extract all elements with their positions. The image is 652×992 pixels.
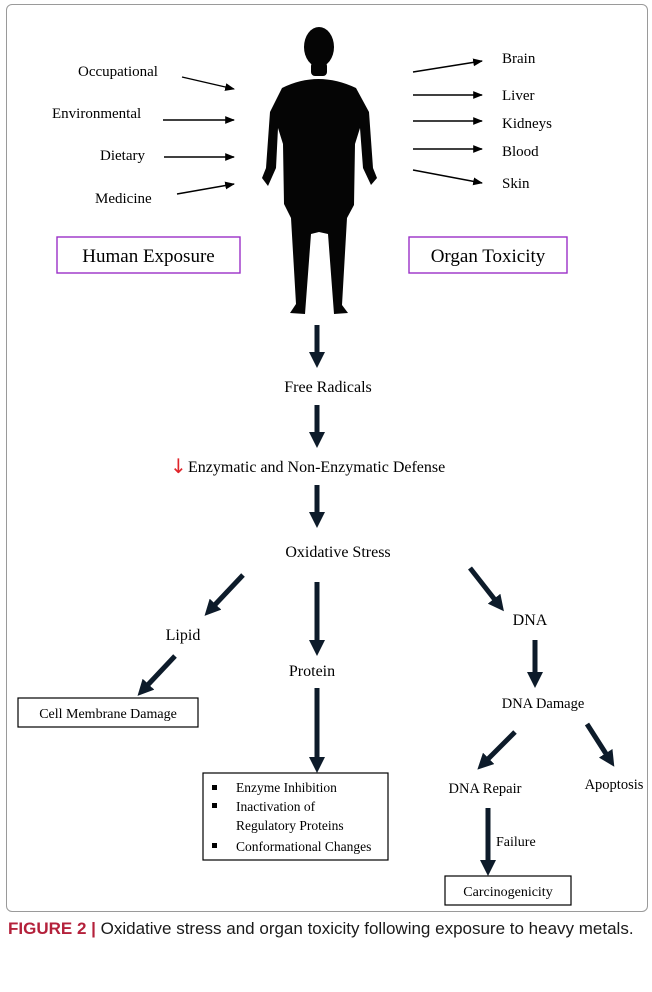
human-exposure-label: Human Exposure [82, 246, 214, 267]
exposure-label-dietary: Dietary [100, 148, 145, 164]
carcinogenicity-label: Carcinogenicity [463, 885, 552, 900]
dna-label: DNA [513, 612, 548, 629]
organ-label-liver: Liver [502, 88, 534, 104]
arrow-skin [412, 169, 483, 186]
organ-label-blood: Blood [502, 144, 539, 160]
organ-label-kidneys: Kidneys [502, 116, 552, 132]
protein-effects-box [202, 772, 389, 861]
organ-label-brain: Brain [502, 51, 536, 67]
arrow-to-cell-membrane [137, 654, 177, 696]
cell-membrane-label: Cell Membrane Damage [39, 707, 177, 722]
dna-damage-label: DNA Damage [502, 696, 585, 712]
exposure-label-medicine: Medicine [95, 191, 152, 207]
bullet-icon [212, 803, 217, 808]
protein-label: Protein [289, 663, 335, 680]
protein-effect-item: Regulatory Proteins [236, 818, 344, 833]
arrow-to-dna-repair [477, 730, 517, 770]
dna-repair-label: DNA Repair [449, 781, 522, 797]
lipid-label: Lipid [166, 627, 201, 644]
figure-caption: FIGURE 2 | Oxidative stress and organ to… [8, 916, 644, 942]
diagram: Occupational Environmental Dietary Medic… [17, 27, 644, 906]
bullet-icon [212, 843, 217, 848]
arrow-medicine [176, 181, 235, 195]
down-arrow-icon: ↓ [170, 454, 187, 478]
apoptosis-label: Apoptosis [585, 777, 644, 793]
arrow-occupational [181, 76, 235, 91]
arrow-to-apoptosis [584, 722, 615, 767]
arrow-brain [412, 58, 483, 73]
protein-effect-item: Conformational Changes [236, 839, 371, 854]
organ-toxicity-label: Organ Toxicity [431, 246, 546, 267]
oxidative-stress-label: Oxidative Stress [285, 544, 390, 561]
figure-caption-label: FIGURE 2 | [8, 919, 96, 938]
arrow-to-dna [468, 566, 504, 612]
human-silhouette-icon [262, 27, 377, 314]
carcinogenicity-box [444, 875, 572, 906]
exposure-label-environmental: Environmental [52, 106, 141, 122]
organ-toxicity-box [408, 236, 568, 274]
protein-effect-item: Enzyme Inhibition [236, 780, 337, 795]
failure-label: Failure [496, 835, 536, 850]
protein-effect-item: Inactivation of [236, 799, 316, 814]
arrow-to-lipid [204, 573, 245, 616]
cell-membrane-box [17, 697, 199, 728]
defense-label: Enzymatic and Non-Enzymatic Defense [188, 459, 445, 476]
figure-caption-text: Oxidative stress and organ toxicity foll… [100, 919, 634, 938]
human-exposure-box [56, 236, 241, 274]
exposure-label-occupational: Occupational [78, 64, 158, 80]
free-radicals-label: Free Radicals [284, 379, 372, 396]
organ-label-skin: Skin [502, 176, 530, 192]
bullet-icon [212, 785, 217, 790]
